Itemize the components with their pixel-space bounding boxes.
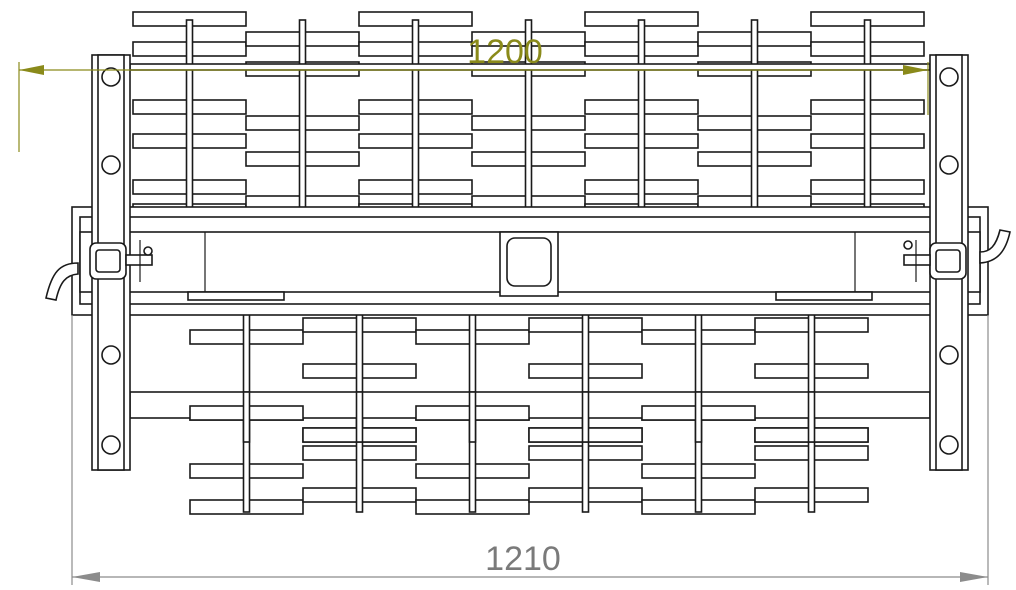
top-dimension: 1200: [18, 33, 929, 152]
main-frame: [71, 206, 989, 316]
bottom-dimension: 1210: [71, 315, 989, 585]
left-pin-ring: [143, 246, 153, 256]
roller-shaft: [185, 19, 194, 217]
right-pin-shaft: [903, 254, 931, 266]
right-handle-icon: [979, 229, 1011, 264]
right-pin-core: [935, 249, 961, 273]
bolt-icon: [101, 155, 121, 175]
left-handle-icon: [45, 262, 79, 301]
top-dimension-label: 1200: [467, 33, 543, 71]
bolt-icon: [101, 435, 121, 455]
roller-shaft: [355, 391, 364, 443]
roller-shaft: [468, 391, 477, 443]
bolt-icon: [939, 345, 959, 365]
left-pin-core: [95, 249, 121, 273]
roller-shaft: [581, 391, 590, 443]
center-hitch-plate: [506, 237, 552, 287]
roller-shaft: [298, 19, 307, 217]
right-hitch-pin: [903, 229, 1011, 282]
roller-shaft: [694, 391, 703, 443]
roller-shaft: [637, 19, 646, 217]
roller-shaft: [411, 19, 420, 217]
roller-shaft: [863, 19, 872, 217]
lower-roller-assembly: [129, 297, 931, 515]
lower-mount-right: [775, 291, 873, 301]
bolt-icon: [101, 67, 121, 87]
top-dim-arrow-left-icon: [19, 65, 44, 75]
bolt-icon: [939, 67, 959, 87]
bolt-icon: [101, 345, 121, 365]
left-pin-shaft: [125, 254, 153, 266]
upper-roller-assembly: [129, 11, 931, 219]
right-pin-ring: [903, 240, 913, 250]
bottom-dim-arrow-right-icon: [960, 572, 988, 582]
left-hitch-pin: [45, 240, 153, 301]
bolt-icon: [939, 155, 959, 175]
lower-mount-left: [187, 291, 285, 301]
roller-shaft: [807, 391, 816, 443]
bolt-icon: [939, 435, 959, 455]
top-dim-arrow-right-icon: [903, 65, 928, 75]
bottom-dimension-label: 1210: [485, 540, 561, 578]
roller-shaft: [242, 391, 251, 443]
roller-shaft: [750, 19, 759, 217]
bottom-dim-arrow-left-icon: [72, 572, 100, 582]
